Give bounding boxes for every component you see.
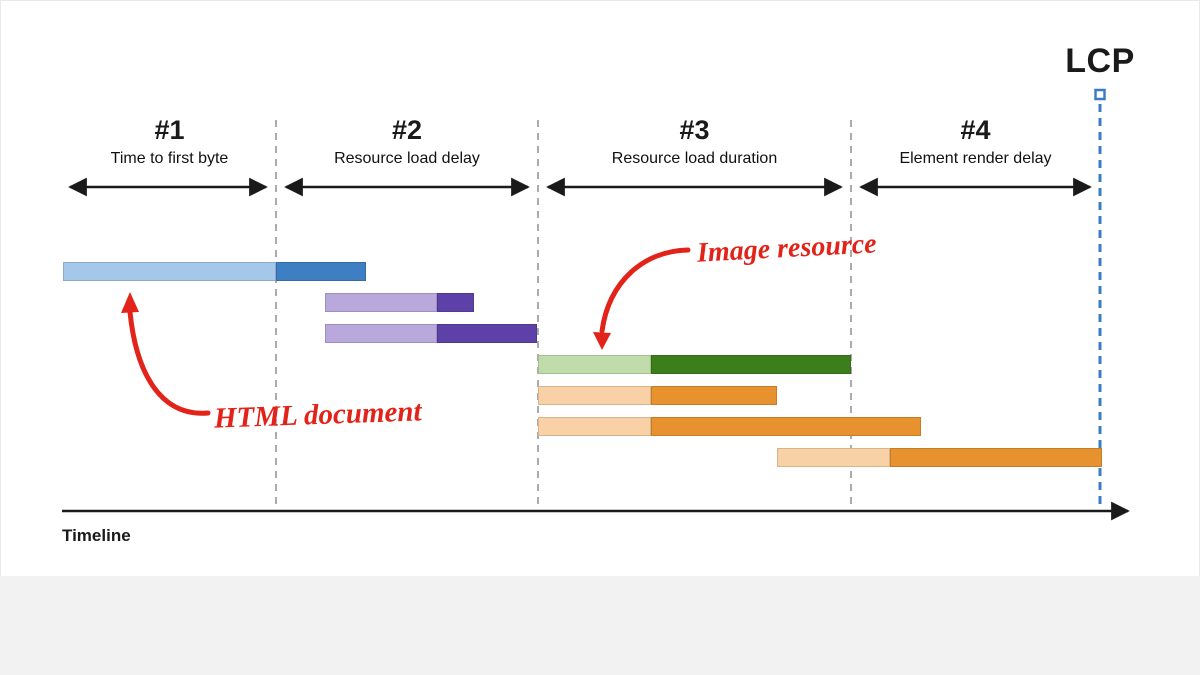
bar-stylesheet-light (325, 324, 437, 343)
phase-1-number: #1 (154, 115, 185, 145)
image-resource-arrow (599, 247, 691, 334)
bar-document-light (63, 262, 276, 281)
bar-script-light (538, 417, 651, 436)
bar-script-light (777, 448, 890, 467)
html-document-arrow (127, 309, 211, 416)
phase-2-header: #2 Resource load delay (276, 114, 538, 168)
image-resource-arrowhead (593, 332, 611, 350)
phase-4-header: #4 Element render delay (851, 114, 1100, 168)
legend-band: Document Stylesheet Script Image (0, 576, 1200, 675)
bar-script-dark (890, 448, 1102, 467)
phase-1-header: #1 Time to first byte (63, 114, 276, 168)
bar-script-dark (651, 417, 921, 436)
bar-script-dark (651, 386, 777, 405)
phase-4-number: #4 (960, 115, 991, 145)
bar-image-light (538, 355, 651, 374)
bar-document-dark (276, 262, 366, 281)
phase-4-label: Element render delay (899, 150, 1052, 167)
lcp-marker-square (1094, 88, 1106, 101)
phase-3-label: Resource load duration (611, 150, 778, 167)
bar-stylesheet-dark (437, 324, 537, 343)
bar-image-dark (651, 355, 851, 374)
timeline-axis-label: Timeline (62, 526, 131, 545)
phase-3-number: #3 (679, 115, 710, 145)
phase-3-header: #3 Resource load duration (538, 114, 851, 168)
phase-1-label: Time to first byte (110, 150, 229, 167)
bar-stylesheet-light (325, 293, 437, 312)
bar-stylesheet-dark (437, 293, 474, 312)
lcp-title: LCP (1065, 42, 1135, 80)
html-document-arrowhead (121, 292, 139, 313)
phase-2-label: Resource load delay (334, 150, 480, 167)
phase-2-number: #2 (391, 115, 423, 145)
bar-script-light (538, 386, 651, 405)
